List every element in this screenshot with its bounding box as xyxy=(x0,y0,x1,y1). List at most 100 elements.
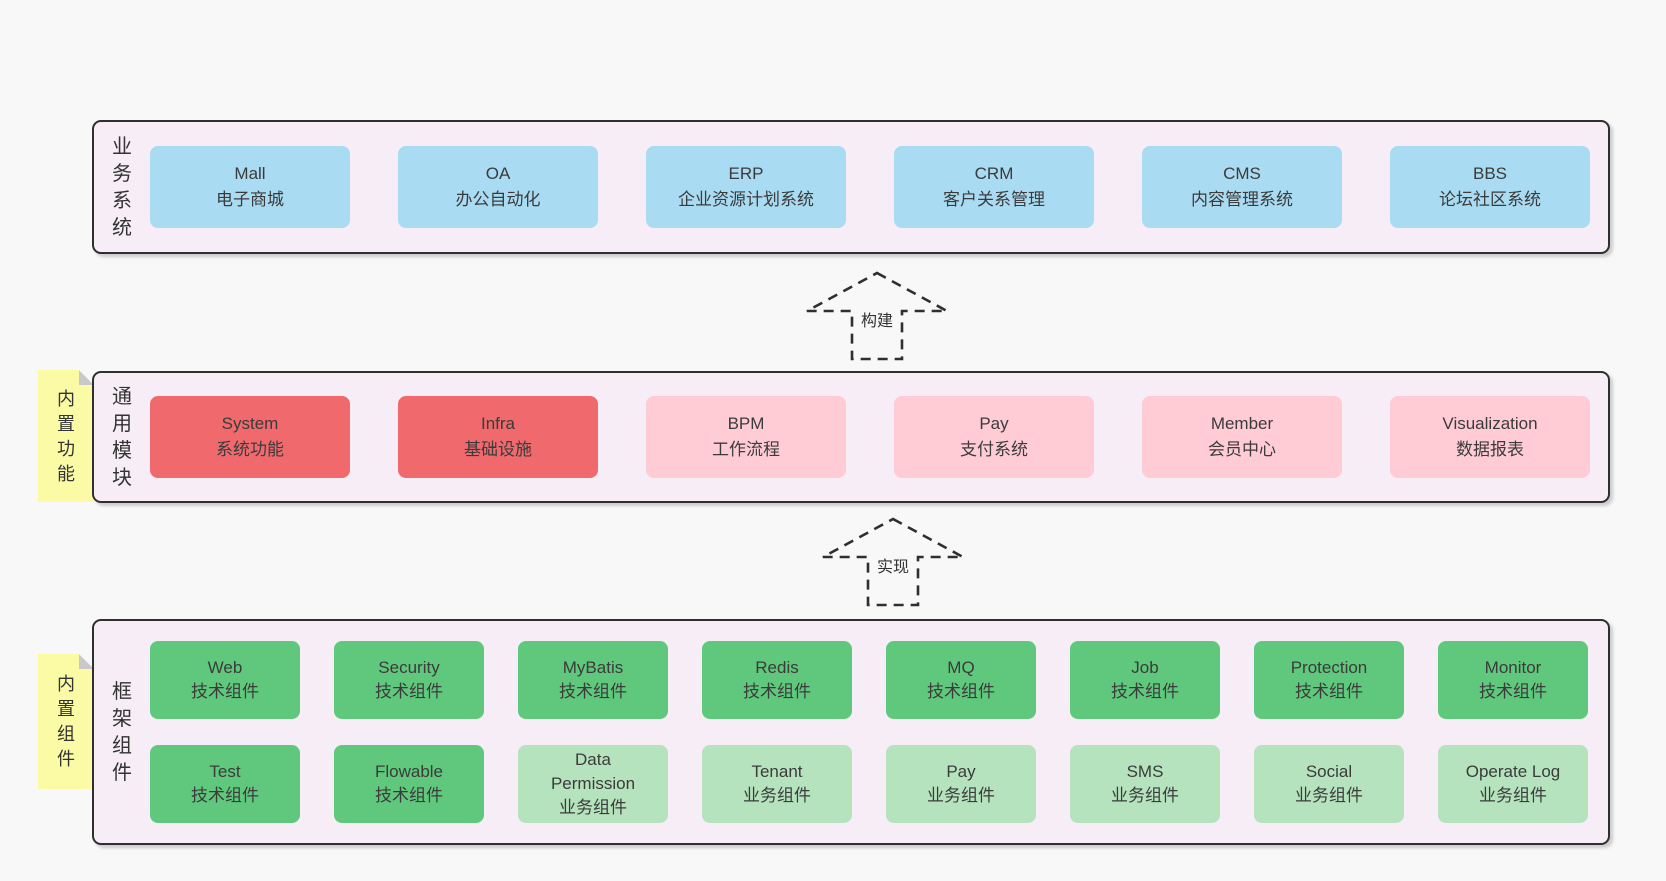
box-subtitle: 技术组件 xyxy=(375,682,443,701)
component-box-mq: MQ 技术组件 xyxy=(886,641,1036,719)
arrow-label-build: 构建 xyxy=(857,311,897,333)
vertical-label-char: 框 xyxy=(112,680,132,703)
component-box-security: Security 技术组件 xyxy=(334,641,484,719)
arrow-label-implement: 实现 xyxy=(873,557,913,579)
box-title: MyBatis xyxy=(562,658,624,677)
vertical-label-char: 能 xyxy=(57,463,75,484)
vertical-label-char: 统 xyxy=(112,216,132,239)
component-box-erp: ERP 企业资源计划系统 xyxy=(646,146,846,228)
box-title: Monitor xyxy=(1484,658,1542,677)
panel-label-framework-components: 框架组件 xyxy=(94,621,150,843)
box-subtitle: 内容管理系统 xyxy=(1191,190,1293,209)
panel-label-business-systems: 业务系统 xyxy=(94,122,150,252)
vertical-label-char: 组 xyxy=(57,724,75,744)
box-subtitle: 系统功能 xyxy=(216,440,284,459)
vertical-label-char: 务 xyxy=(112,162,132,185)
vertical-label-char: 件 xyxy=(112,761,132,784)
box-subtitle: 业务组件 xyxy=(1111,786,1179,805)
box-title: Web xyxy=(207,658,243,677)
box-title: Flowable xyxy=(374,762,444,781)
box-subtitle: 技术组件 xyxy=(743,682,811,701)
box-subtitle: 会员中心 xyxy=(1208,440,1276,459)
box-title: Test xyxy=(209,762,241,781)
box-subtitle: 客户关系管理 xyxy=(943,190,1045,209)
box-title: Visualization xyxy=(1442,414,1538,433)
box-subtitle: 业务组件 xyxy=(559,798,627,817)
box-title: BPM xyxy=(727,414,765,433)
vertical-label-char: 件 xyxy=(57,749,75,769)
box-subtitle: 技术组件 xyxy=(191,682,259,701)
box-subtitle: 工作流程 xyxy=(712,440,780,459)
box-subtitle: 技术组件 xyxy=(1479,682,1547,701)
box-title: Mall xyxy=(234,164,266,183)
box-title: Pay xyxy=(946,762,976,781)
box-subtitle: 业务组件 xyxy=(1479,786,1547,805)
box-title: System xyxy=(221,414,279,433)
component-box-web: Web 技术组件 xyxy=(150,641,300,719)
box-title: Security xyxy=(378,658,440,677)
box-subtitle: 技术组件 xyxy=(1111,682,1179,701)
box-subtitle: 业务组件 xyxy=(1295,786,1363,805)
component-box-flowable: Flowable 技术组件 xyxy=(334,745,484,823)
box-title: ERP xyxy=(728,164,764,183)
box-title: CMS xyxy=(1223,164,1261,183)
component-box-system: System 系统功能 xyxy=(150,396,350,478)
box-title: Social xyxy=(1305,762,1353,781)
box-subtitle: 基础设施 xyxy=(464,440,532,459)
component-box-bpm: BPM 工作流程 xyxy=(646,396,846,478)
component-box-redis: Redis 技术组件 xyxy=(702,641,852,719)
component-box-monitor: Monitor 技术组件 xyxy=(1438,641,1588,719)
box-title: SMS xyxy=(1126,762,1164,781)
vertical-label-char: 置 xyxy=(57,413,75,434)
sticky-note-built-in-components: 内置组件 xyxy=(38,654,94,789)
box-title: Protection xyxy=(1290,658,1368,677)
vertical-label-char: 系 xyxy=(112,189,132,212)
component-box-oa: OA 办公自动化 xyxy=(398,146,598,228)
vertical-label-char: 组 xyxy=(112,734,132,757)
box-subtitle: 办公自动化 xyxy=(455,190,541,209)
vertical-label-char: 功 xyxy=(57,438,75,459)
component-box-tenant: Tenant 业务组件 xyxy=(702,745,852,823)
box-subtitle: 技术组件 xyxy=(191,786,259,805)
vertical-label-char: 架 xyxy=(112,707,132,730)
vertical-label-char: 用 xyxy=(112,412,132,435)
box-subtitle: 论坛社区系统 xyxy=(1439,190,1541,209)
box-title: Member xyxy=(1210,414,1274,433)
sticky-note-built-in-features: 内置功能 xyxy=(38,370,94,502)
box-subtitle: 技术组件 xyxy=(375,786,443,805)
box-title: CRM xyxy=(974,164,1014,183)
vertical-label-char: 通 xyxy=(112,385,132,408)
box-title: OA xyxy=(485,164,511,183)
box-title: MQ xyxy=(947,658,975,677)
component-box-operate-log: Operate Log 业务组件 xyxy=(1438,745,1588,823)
up-arrow-dashed-implement-icon xyxy=(822,517,964,607)
box-title: Data Permission xyxy=(550,750,636,793)
box-title: Tenant xyxy=(751,762,803,781)
box-subtitle: 业务组件 xyxy=(743,786,811,805)
vertical-label-char: 块 xyxy=(112,466,132,489)
box-subtitle: 企业资源计划系统 xyxy=(678,190,814,209)
component-box-data-permission: Data Permission 业务组件 xyxy=(518,745,668,823)
box-title: Operate Log xyxy=(1465,762,1561,781)
component-box-member: Member 会员中心 xyxy=(1142,396,1342,478)
box-subtitle: 技术组件 xyxy=(927,682,995,701)
box-title: Job xyxy=(1131,658,1159,677)
box-title: Pay xyxy=(979,414,1009,433)
panel-label-common-modules: 通用模块 xyxy=(94,373,150,501)
box-title: Redis xyxy=(755,658,799,677)
component-box-test: Test 技术组件 xyxy=(150,745,300,823)
vertical-label-char: 业 xyxy=(112,135,132,158)
